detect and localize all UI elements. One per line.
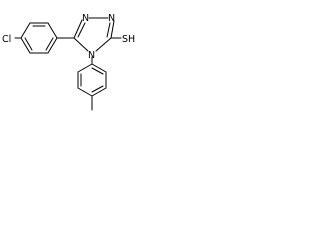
bond-tol3 [77, 87, 93, 97]
bond-c5-n4 [73, 37, 89, 52]
bond-ar4-inner [24, 37, 33, 51]
atom-label-n4: N [88, 50, 95, 61]
bond-tol4 [91, 87, 107, 97]
chlorophenyl-ring [14, 22, 75, 54]
bond-tol6-inner [91, 67, 104, 75]
bond-c3-n2 [110, 20, 115, 39]
triazole-ring [73, 17, 122, 52]
bond-n1-c5 [73, 19, 83, 39]
bond-tol4-inner [91, 85, 104, 93]
bond-ar4 [20, 37, 31, 54]
bond-c3-n2-inner [106, 22, 111, 38]
atom-label-n2: N [108, 13, 115, 24]
bond-ar1 [47, 22, 58, 39]
bond-ar6 [47, 37, 58, 54]
bond-ar3 [20, 22, 31, 39]
atom-label-sh: SH [122, 34, 135, 45]
bond-n4-c3 [95, 37, 112, 52]
bond-ar6-inner [45, 37, 54, 51]
tolyl-ring [77, 56, 107, 111]
atom-label-n1: N [82, 13, 89, 24]
bond-tol6 [91, 63, 107, 73]
bond-tol1 [77, 63, 93, 73]
structure-diagram: Cl N N N SH [2, 13, 135, 111]
atom-label-cl: Cl [2, 34, 11, 45]
bond-n1-c5-inner [77, 22, 86, 38]
